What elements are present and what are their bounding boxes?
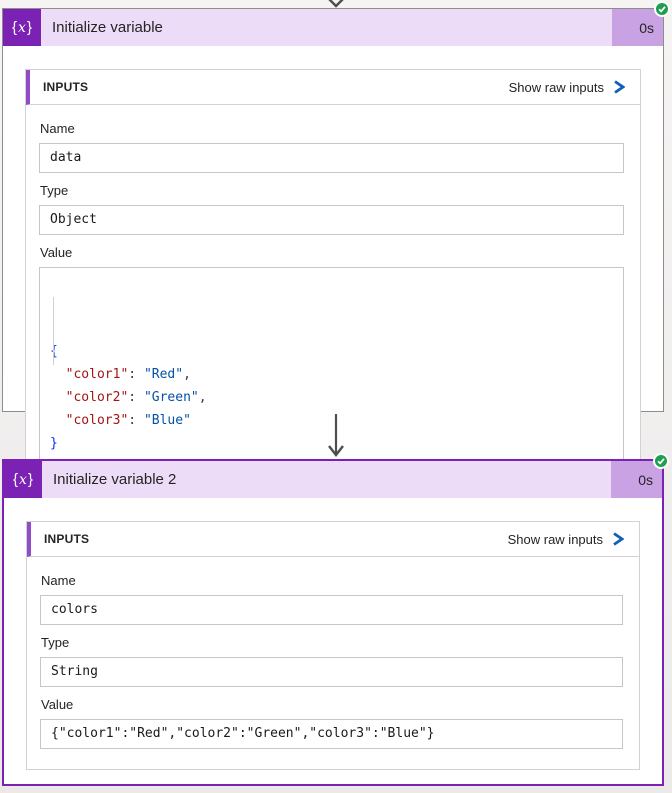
name-field-value: colors [40,595,623,625]
duration-badge: 0s [611,461,662,498]
chevron-right-icon [614,80,625,94]
chevron-right-icon [613,532,624,546]
name-field-label: Name [41,573,76,588]
status-badge [654,1,670,17]
inputs-panel-body: Name colors Type String Value {"color1":… [27,557,639,769]
show-raw-inputs-label: Show raw inputs [507,531,603,547]
connector-arrow-top [328,0,344,8]
action-card-initialize-variable: {x} Initialize variable 0s INPUTS Show r… [2,1,670,483]
show-raw-inputs-link[interactable]: Show raw inputs [508,532,624,547]
value-field-value: {"color1":"Red","color2":"Green","color3… [40,719,623,749]
indent-guide-line [53,297,54,365]
duration-badge: 0s [612,9,663,46]
variable-icon: {x} [3,9,41,46]
inputs-heading: INPUTS [44,532,90,546]
action-title: Initialize variable [41,9,612,46]
value-field-json-viewer: { "color1": "Red", "color2": "Green", "c… [39,267,624,462]
type-field-value: String [40,657,623,687]
show-raw-inputs-link[interactable]: Show raw inputs [509,80,625,95]
value-field-label: Value [40,245,73,260]
success-check-icon [657,458,665,465]
value-field-label: Value [41,697,74,712]
inputs-panel-body: Name data Type Object Value { "color1": … [26,105,640,482]
type-field-label: Type [40,183,69,198]
success-check-icon [658,6,666,13]
name-field-label: Name [40,121,75,136]
name-field-value: data [39,143,624,173]
inputs-heading: INPUTS [43,80,89,94]
action-header[interactable]: {x} Initialize variable 0s [3,9,663,46]
type-field-label: Type [41,635,70,650]
type-field-value: Object [39,205,624,235]
action-title: Initialize variable 2 [42,461,611,498]
show-raw-inputs-label: Show raw inputs [508,79,604,95]
inputs-panel: INPUTS Show raw inputs Name colors Type … [26,521,640,770]
action-header[interactable]: {x} Initialize variable 2 0s [4,461,662,498]
inputs-panel-header: INPUTS Show raw inputs [26,70,640,105]
connector-arrow [328,414,344,457]
inputs-panel: INPUTS Show raw inputs Name data Type Ob… [25,69,641,483]
status-badge [653,453,669,469]
action-card-initialize-variable-2: {x} Initialize variable 2 0s INPUTS Show… [2,453,669,786]
inputs-panel-header: INPUTS Show raw inputs [27,522,639,557]
variable-icon: {x} [4,461,42,498]
